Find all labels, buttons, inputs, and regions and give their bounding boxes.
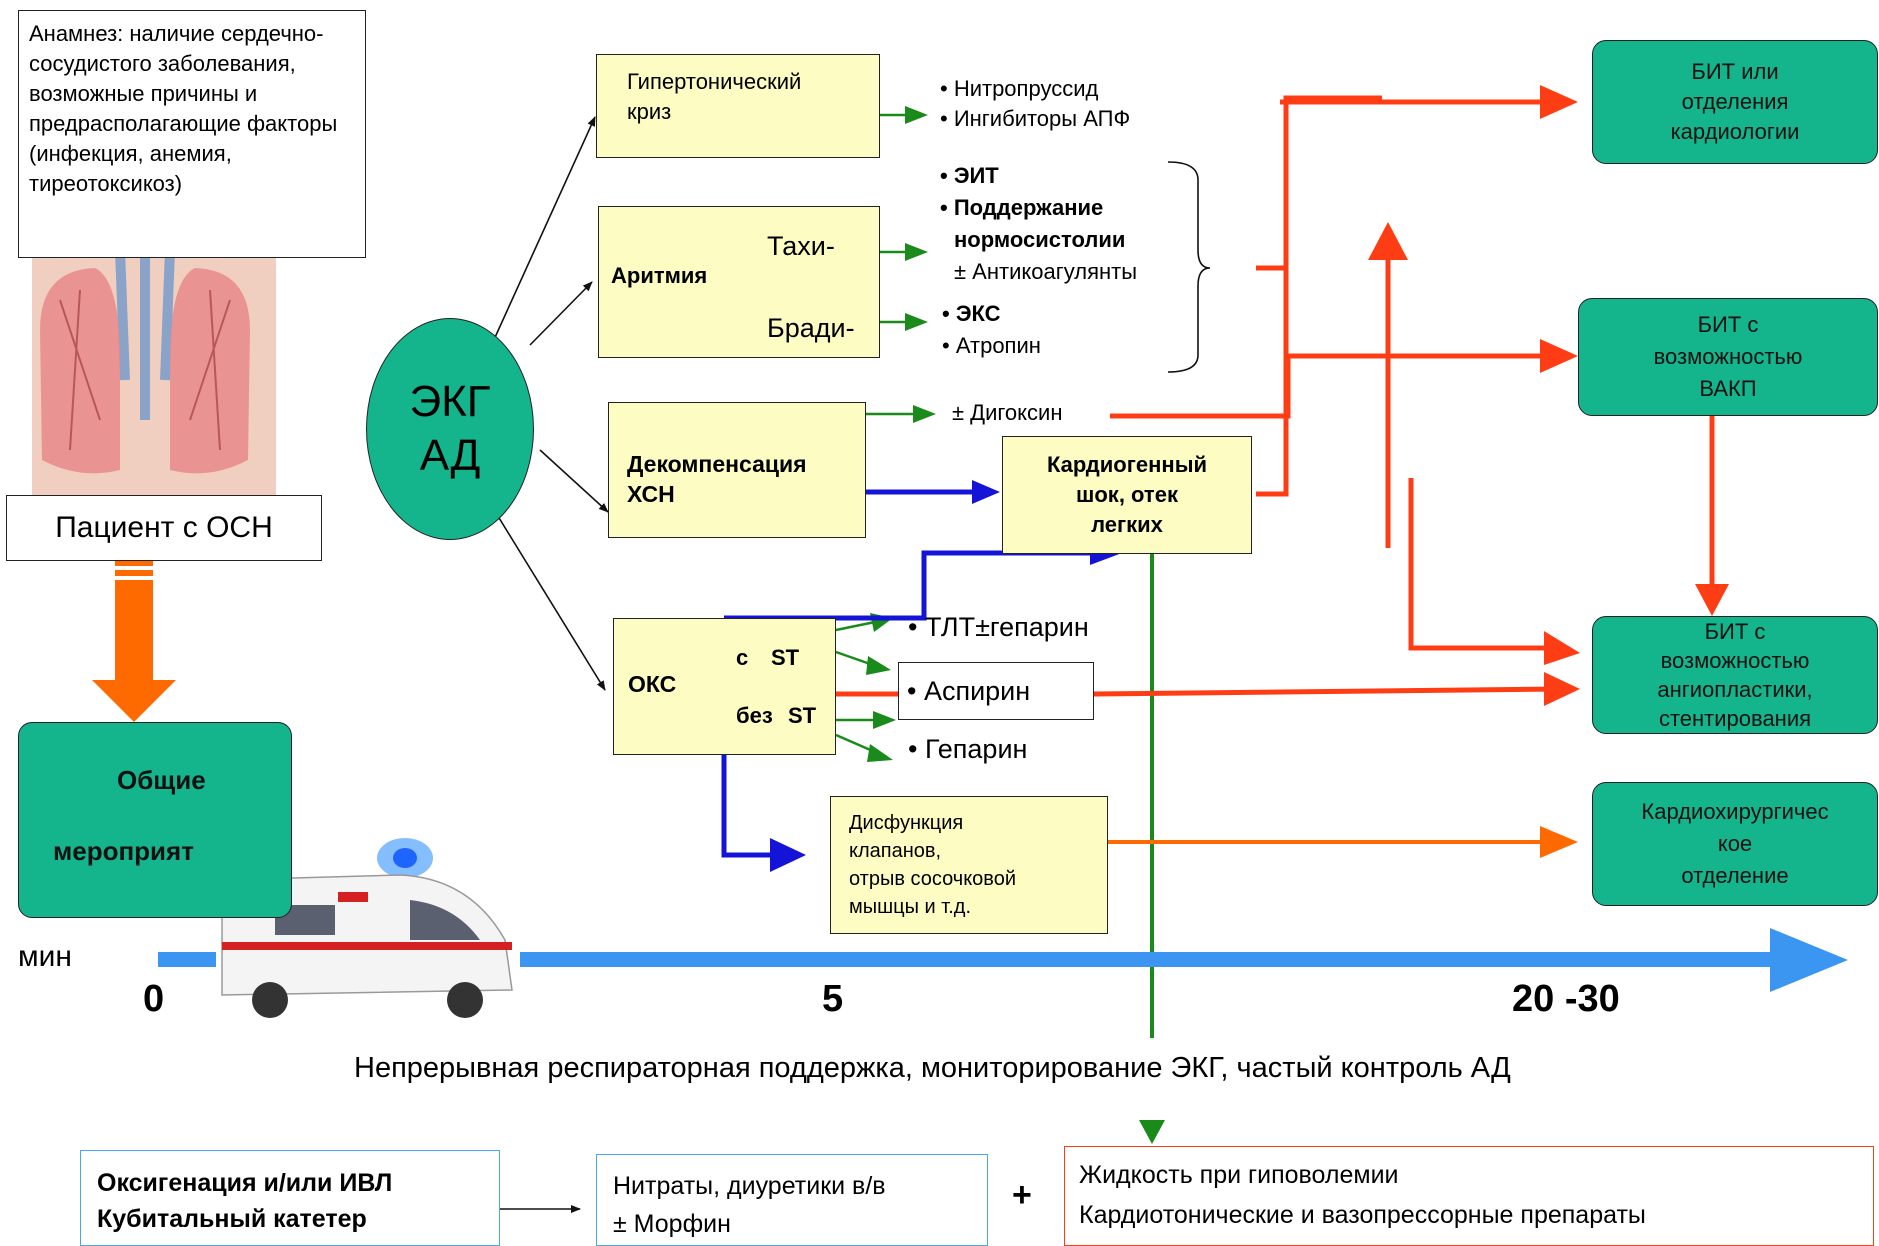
drug-ace-inhibitors: • Ингибиторы АПФ: [940, 106, 1131, 131]
valves-box: Дисфункция клапанов, отрыв сосочковой мы…: [830, 796, 1108, 934]
general-measures-box: Общие мероприят: [18, 722, 292, 918]
icu-iabp-line3: ВАКП: [1699, 376, 1757, 401]
surgery-line2: кое: [1717, 831, 1753, 856]
timeline-arrow: [158, 928, 1848, 992]
brady-treatment: • ЭКС • Атропин: [942, 298, 1041, 362]
hypertensive-line1: Гипертонический: [627, 69, 802, 94]
anamnesis-text: Анамнез: наличие сердечно-сосудистого за…: [29, 21, 338, 196]
timeline-t20: 20 -30: [1512, 978, 1620, 1020]
aspirin-box: • Аспирин: [898, 662, 1094, 720]
plus-sign: +: [1012, 1176, 1032, 1214]
icu-iabp-line1: БИТ с: [1697, 312, 1759, 337]
tx-anticoagulants: ± Антикоагулянты: [954, 259, 1138, 284]
ecg-ellipse: ЭКГ АД: [366, 318, 534, 540]
valves-line2: клапанов,: [849, 840, 942, 862]
tx-normosystole-1: • Поддержание: [940, 195, 1104, 220]
acs-with-label: с: [736, 645, 749, 670]
tx-thrombolysis: • ТЛТ±гепарин: [908, 612, 1089, 642]
timeline-unit: мин: [18, 940, 72, 973]
nitrates-line1: Нитраты, диуретики в/в: [613, 1172, 886, 1200]
orange-down-arrow: [92, 560, 176, 722]
oxygenation-box: Оксигенация и/или ИВЛ Кубитальный катете…: [80, 1150, 500, 1246]
acs-box: ОКС с ST без ST: [613, 618, 836, 755]
shock-line3: легких: [1091, 512, 1163, 537]
timeline-t5: 5: [822, 978, 844, 1020]
icu-angioplasty-box: БИТ с возможностью ангиопластики, стенти…: [1592, 616, 1878, 734]
icu-iabp-box: БИТ с возможностью ВАКП: [1578, 298, 1878, 416]
fluids-line2: Кардиотонические и вазопрессорные препар…: [1079, 1201, 1646, 1229]
bp-label: АД: [419, 431, 481, 480]
tx-atropine: • Атропин: [942, 333, 1041, 358]
general-measures-line2: мероприят: [53, 836, 194, 866]
icu-angio-line3: ангиопластики,: [1657, 677, 1813, 702]
ambulance-illustration: [216, 825, 520, 1035]
acs-label: ОКС: [628, 671, 677, 697]
anamnesis-box: Анамнез: наличие сердечно-сосудистого за…: [18, 10, 366, 258]
chf-line1: Декомпенсация: [627, 451, 807, 477]
acs-st-elevation: ST: [771, 645, 800, 670]
icu-cardio-line1: БИТ или: [1691, 59, 1779, 84]
chf-box: Декомпенсация ХСН: [608, 402, 866, 538]
icu-angio-line1: БИТ с: [1704, 619, 1766, 644]
patient-label: Пациент с ОСН: [55, 511, 273, 544]
valves-line4: мышцы и т.д.: [849, 896, 972, 918]
tx-pacing: • ЭКС: [942, 301, 1001, 326]
continuous-support-text: Непрерывная респираторная поддержка, мон…: [354, 1052, 1511, 1084]
hypertensive-crisis-box: Гипертонический криз: [596, 54, 880, 158]
hypertensive-line2: криз: [627, 99, 672, 124]
chf-line2: ХСН: [627, 481, 675, 507]
acs-without-label: без: [736, 703, 773, 728]
tx-normosystole-2: нормосистолии: [954, 227, 1126, 252]
surgery-line3: отделение: [1681, 863, 1789, 888]
icu-angio-line2: возможностью: [1660, 648, 1810, 673]
oxygenation-line2: Кубитальный катетер: [97, 1205, 367, 1233]
icu-cardio-line2: отделения: [1681, 89, 1789, 114]
ecg-label: ЭКГ: [409, 377, 491, 426]
hypertensive-drugs: • Нитропруссид • Ингибиторы АПФ: [940, 74, 1130, 134]
tachy-label: Тахи-: [767, 231, 835, 261]
surgery-line1: Кардиохирургичес: [1641, 799, 1829, 824]
oxygenation-line1: Оксигенация и/или ИВЛ: [97, 1169, 393, 1197]
fluids-line1: Жидкость при гиповолемии: [1079, 1161, 1399, 1189]
tx-heparin: • Гепарин: [908, 734, 1028, 764]
general-measures-line1: Общие: [117, 765, 206, 795]
tx-cardioversion: • ЭИТ: [940, 163, 999, 188]
cardiogenic-shock-box: Кардиогенный шок, отек легких: [1002, 436, 1252, 554]
valves-line1: Дисфункция: [849, 812, 964, 834]
icu-cardio-line3: кардиологии: [1670, 119, 1800, 144]
nitrates-box: Нитраты, диуретики в/в ± Морфин: [596, 1154, 988, 1246]
arrhythmia-box: Аритмия Тахи- Бради-: [598, 206, 880, 358]
nitrates-line2: ± Морфин: [613, 1210, 731, 1238]
lungs-illustration: [32, 249, 276, 500]
cardiac-surgery-box: Кардиохирургичес кое отделение: [1592, 782, 1878, 906]
shock-line1: Кардиогенный: [1046, 452, 1208, 477]
patient-box: Пациент с ОСН: [6, 495, 322, 561]
brady-label: Бради-: [767, 313, 855, 343]
fluids-box: Жидкость при гиповолемии Кардиотонически…: [1064, 1146, 1874, 1246]
shock-line2: шок, отек: [1076, 482, 1178, 507]
drug-nitroprusside: • Нитропруссид: [940, 76, 1099, 101]
digoxin-label: ± Дигоксин: [952, 400, 1063, 425]
icu-angio-line4: стентирования: [1658, 706, 1812, 731]
arrhythmia-treatment: • ЭИТ • Поддержание нормосистолии ± Анти…: [940, 160, 1137, 288]
icu-iabp-line2: возможностью: [1653, 344, 1803, 369]
arrhythmia-label: Аритмия: [611, 263, 708, 288]
acs-st-non-elevation: ST: [788, 703, 817, 728]
icu-cardiology-box: БИТ или отделения кардиологии: [1592, 40, 1878, 164]
valves-line3: отрыв сосочковой: [849, 868, 1016, 890]
tx-aspirin: • Аспирин: [907, 675, 1031, 706]
timeline-t0: 0: [143, 978, 165, 1020]
